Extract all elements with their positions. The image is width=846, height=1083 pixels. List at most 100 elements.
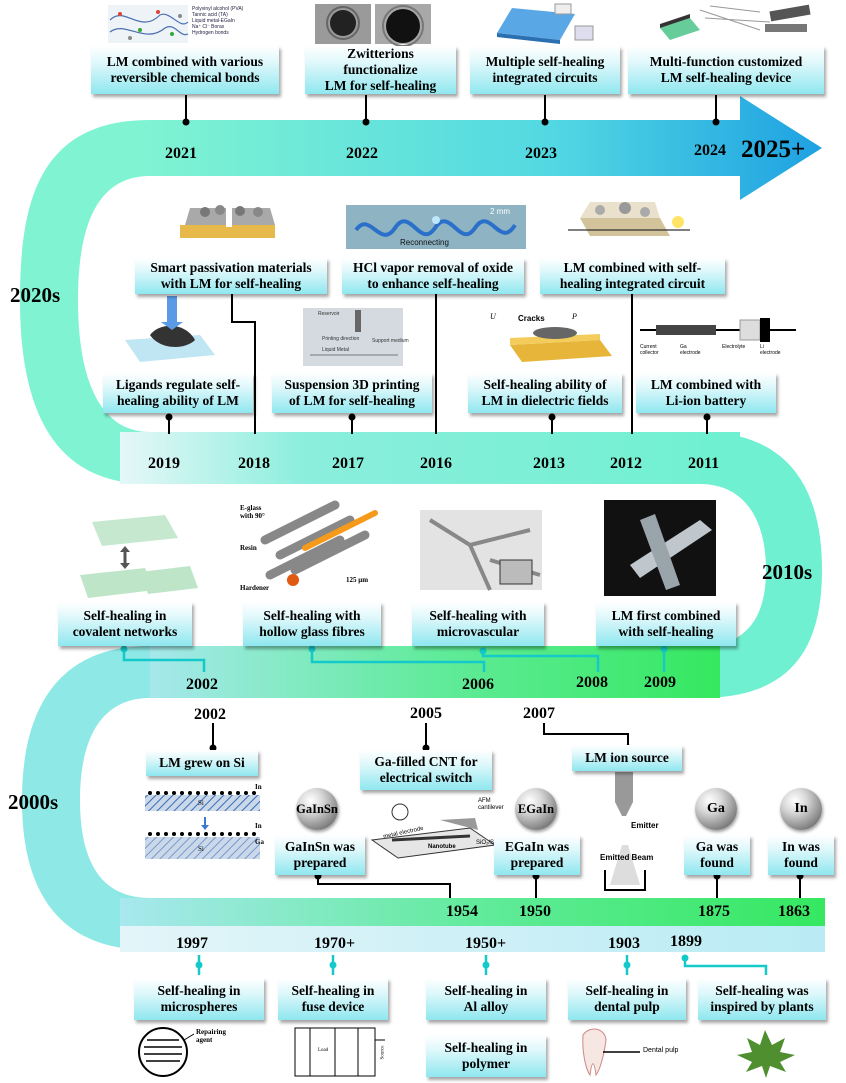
year-2019: 2019 [148,455,180,472]
in-text-2: In [255,822,262,830]
battery-text-3: Electrolyte [722,344,746,350]
fibre-image [260,500,378,586]
lm-first-image [604,500,716,596]
era-future: 2025+ [741,136,806,163]
print-text-1: Reservoir [318,311,340,317]
lm-circuit-image [568,202,690,236]
cnt-sio-text: SiO₂/Si [476,840,496,846]
ga-text: Ga [255,838,264,846]
year-2016: 2016 [420,455,452,472]
year-1899: 1899 [670,933,702,950]
year-2024: 2024 [694,142,726,159]
label-2019: Ligands regulate self-healing ability of… [103,373,253,413]
year-1875: 1875 [698,903,730,920]
hcl-scale: 2 mm [490,207,510,216]
print-text-4: Liquid Metal [322,347,349,353]
cnt-nanotube-text: Nanotube [428,844,456,850]
battery-image [640,318,796,342]
ion-source-image [604,772,646,891]
era-2000s: 2000s [8,790,59,814]
microsphere-image [138,1027,195,1077]
battery-text-4: Li electrode [760,344,781,356]
printing-image [303,308,403,366]
year-2009: 2009 [644,674,676,691]
year-2012: 2012 [610,455,642,472]
fibre-text-3: Hardener [240,584,270,592]
battery-text-1: Current collector [640,344,659,356]
sphere-gainsn: GaInSn [296,788,338,830]
year-2022: 2022 [346,145,378,162]
device-image [660,4,811,40]
load-text: Load [318,1048,329,1053]
year-2006: 2006 [462,676,494,693]
hcl-caption: Reconnecting [400,238,449,247]
covalent-image [80,515,198,598]
fuse-image [294,1027,385,1077]
sphere-ga: Ga [695,788,737,830]
year-2023: 2023 [525,145,557,162]
print-text-3: Support medium [372,338,409,344]
year-2013: 2013 [533,455,565,472]
sphere-in: In [780,788,822,830]
fibre-text-2: Resin [240,544,257,552]
tooth-image [582,1028,640,1077]
year-1903: 1903 [608,935,640,952]
label-ion-source: LM ion source [572,745,682,771]
year-2005: 2005 [410,705,442,722]
label-2012: LM combined with self-healing integrated… [540,258,725,294]
cracks-text: Cracks [518,314,545,323]
year-2002-row3: 2002 [186,676,218,693]
year-1954: 1954 [446,903,478,920]
year-1970plus: 1970+ [314,935,356,952]
year-2017: 2017 [332,455,364,472]
in-text-1: In [255,783,262,791]
passivation-image [180,205,275,238]
emitter-text: Emitter [631,821,659,830]
year-1950: 1950 [519,903,551,920]
dielectric-image [510,327,612,362]
year-2021: 2021 [165,145,197,162]
era-2020s: 2020s [10,283,61,307]
u-text: U [490,312,496,321]
emitted-beam-text: Emitted Beam [600,853,654,862]
year-2007: 2007 [523,705,555,722]
network-image [108,5,189,43]
label-lm-si: LM grew on Si [146,750,258,776]
year-1863: 1863 [778,903,810,920]
year-2002-row4: 2002 [194,706,226,723]
leaf-image [737,1030,795,1078]
era-2010s: 2010s [762,560,813,584]
dental-pulp-text: Dental pulp [643,1047,679,1054]
circuit-image [497,3,594,44]
source-text: Source [380,1045,386,1060]
p-text: P [572,312,577,321]
hcl-image [346,205,526,249]
year-2008: 2008 [576,674,608,691]
